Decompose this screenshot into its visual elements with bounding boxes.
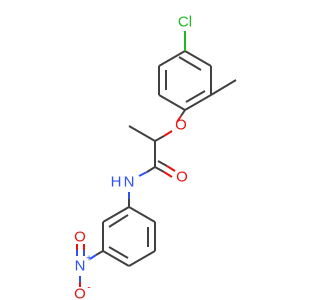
bond bbox=[158, 50, 186, 67]
amide-hydrogen-label: H bbox=[111, 174, 122, 191]
nitro-negative-charge: - bbox=[87, 283, 90, 294]
bond-ether-carbon-side bbox=[154, 135, 165, 142]
bond-carbonyl-o bbox=[163, 171, 173, 178]
bond bbox=[184, 94, 212, 111]
nitro-nitrogen-label: N bbox=[75, 258, 86, 275]
nitro-top-oxygen-label: O bbox=[74, 229, 86, 246]
bond-carbonyl-amide-c bbox=[146, 166, 156, 173]
bond bbox=[158, 94, 186, 111]
bond-ring-ether-carbon bbox=[180, 109, 186, 117]
nitro-positive-charge: + bbox=[86, 254, 92, 265]
bond-ring-nitro-c bbox=[95, 250, 104, 256]
bond bbox=[102, 206, 130, 223]
bond bbox=[185, 90, 206, 103]
bond bbox=[108, 246, 129, 259]
bond bbox=[108, 214, 129, 228]
chlorophenyl-ring bbox=[158, 50, 212, 111]
carbonyl-oxygen-label: O bbox=[176, 169, 188, 186]
bond-carbonyl-o-double bbox=[166, 165, 176, 172]
nitro-bottom-oxygen-label: O bbox=[74, 286, 86, 300]
bond-to-methyl bbox=[210, 79, 237, 96]
bond bbox=[184, 50, 212, 67]
bond bbox=[102, 250, 130, 267]
nitrophenyl-ring bbox=[102, 206, 156, 267]
chlorine-label: Cl bbox=[178, 14, 192, 31]
bond-carbonyl-c bbox=[154, 166, 165, 173]
molecule-structure: Cl O O N H N + O O - bbox=[74, 14, 237, 300]
bond-carbonyl-amide-n bbox=[138, 171, 148, 177]
bond-to-alpha-methyl bbox=[128, 125, 156, 142]
ether-oxygen-label: O bbox=[175, 117, 187, 134]
bond-ether-oxygen-side bbox=[163, 130, 173, 137]
bond-ring-ether-oxygen bbox=[176, 115, 182, 123]
bond bbox=[178, 56, 202, 71]
bond bbox=[128, 250, 156, 267]
bond bbox=[128, 206, 156, 223]
bond-carbonyl-c-double bbox=[157, 160, 168, 167]
bond-ring-nitro-n bbox=[89, 254, 97, 260]
amide-nitrogen-label: N bbox=[124, 174, 135, 191]
